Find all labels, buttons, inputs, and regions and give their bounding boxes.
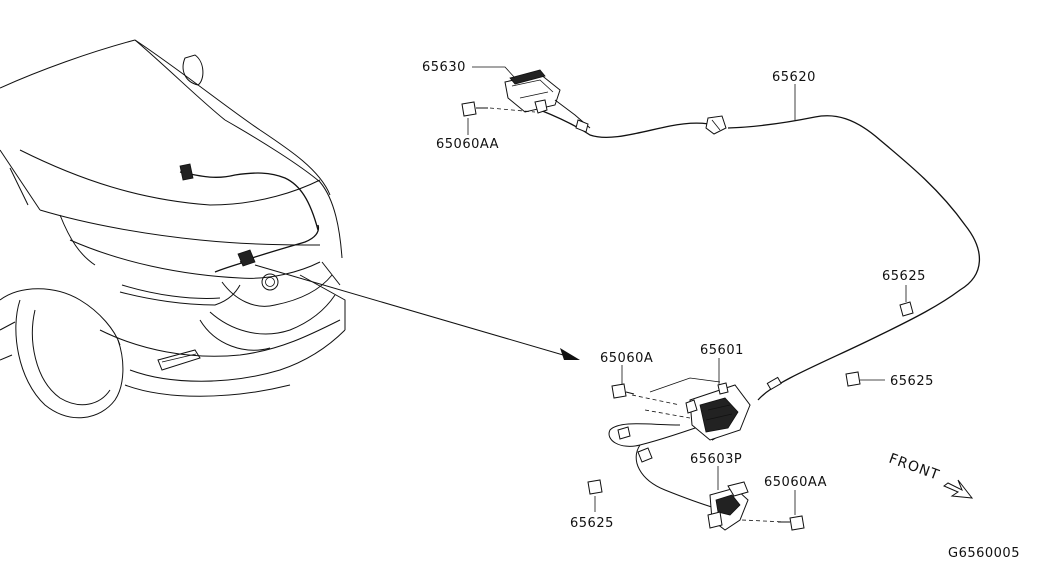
hood-lock-striker-assembly xyxy=(707,481,786,531)
label-65601: 65601 xyxy=(700,343,744,358)
label-65060AA-top: 65060AA xyxy=(436,137,499,152)
label-65625-bottom: 65625 xyxy=(570,516,614,531)
bolt-65060A xyxy=(611,383,635,399)
label-65060A: 65060A xyxy=(600,351,653,366)
secondary-cable xyxy=(608,419,719,509)
front-direction-indicator: FRONT xyxy=(887,451,974,499)
label-65060AA-bottom: 65060AA xyxy=(764,475,827,490)
label-65625-right-top: 65625 xyxy=(882,269,926,284)
diagram-code: G6560005 xyxy=(948,546,1020,561)
hood-release-handle-assembly xyxy=(504,69,591,133)
hood-lock-assembly xyxy=(631,377,751,441)
cable-clip-right-mid xyxy=(845,371,861,387)
bolt-bottom xyxy=(778,515,805,531)
bolt-top xyxy=(461,101,536,117)
cable-clip-bottom xyxy=(587,479,603,495)
front-arrow-icon xyxy=(943,479,974,499)
cable-clip-right-top xyxy=(899,301,914,317)
label-65620: 65620 xyxy=(772,70,816,85)
label-65625-right-mid: 65625 xyxy=(890,374,934,389)
leader-lines xyxy=(467,66,907,515)
label-65603P: 65603P xyxy=(690,452,742,467)
vehicle-front-illustration xyxy=(0,39,346,419)
front-label: FRONT xyxy=(887,451,942,484)
detail-pointer-arrow xyxy=(254,264,580,360)
label-65630: 65630 xyxy=(422,60,466,75)
